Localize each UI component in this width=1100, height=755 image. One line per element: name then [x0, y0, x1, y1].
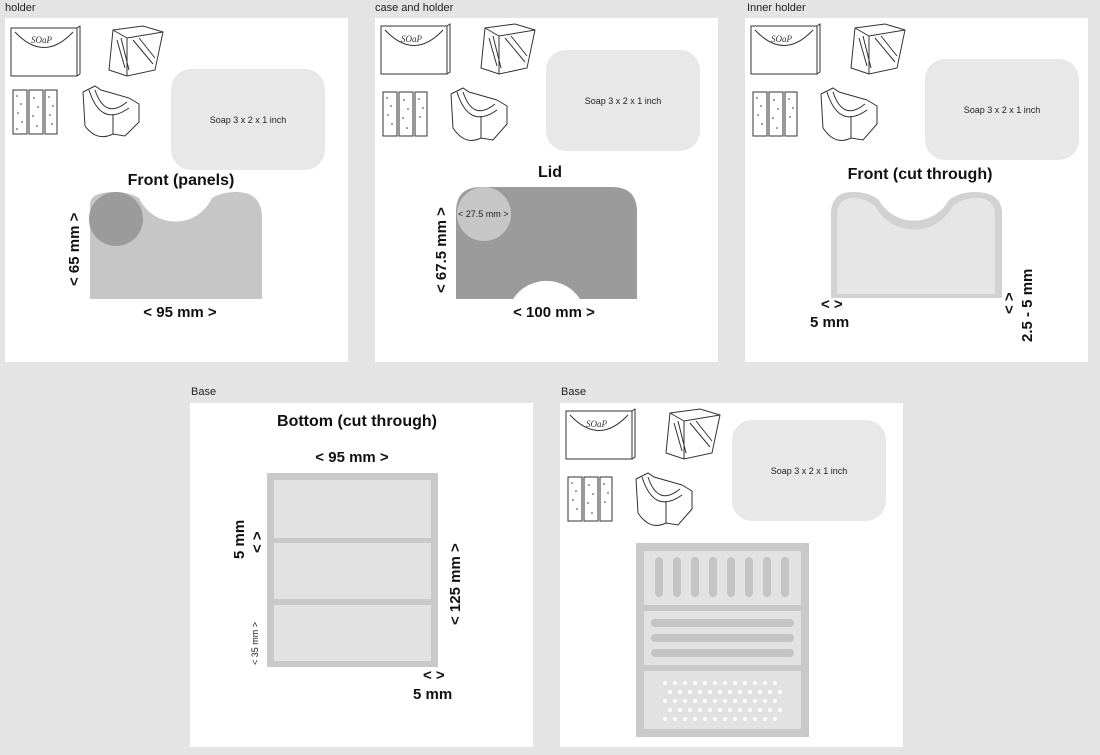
- bottom-section-1: [274, 480, 431, 538]
- dot-pattern: [663, 681, 782, 721]
- soap-word-sketch: SOaP: [31, 35, 52, 45]
- frame-base-patterns[interactable]: SOaP: [560, 403, 903, 747]
- corner-dimension: 5 mm: [413, 686, 453, 703]
- slot-section: [644, 551, 801, 605]
- width-dimension: < 95 mm >: [315, 449, 389, 466]
- front-cut-through-inner: [837, 198, 995, 294]
- sketch-illustrations: SOaP: [565, 408, 809, 737]
- vertical-slots: [655, 557, 789, 597]
- frame-title-base-bottom[interactable]: Base: [191, 386, 217, 398]
- frame-title-inner-holder[interactable]: Inner holder: [747, 2, 806, 14]
- bottom-section-2: [274, 543, 431, 599]
- dot-section: [644, 671, 801, 729]
- front-cut-through-heading: Front (cut through): [847, 166, 993, 183]
- soap-size-card: Soap 3 x 2 x 1 inch: [732, 420, 886, 521]
- width-dimension: < 100 mm >: [513, 304, 595, 321]
- curved-holder-sketch: [450, 87, 508, 141]
- frame-case-and-holder[interactable]: SOaP Soap 3 x 2 x 1 inch Lid < 27.5 mm >…: [375, 18, 718, 362]
- soap-size-card: Soap 3 x 2 x 1 inch: [925, 59, 1079, 160]
- soap-word-sketch: SOaP: [401, 34, 422, 44]
- bottom-cut-through-heading: Bottom (cut through): [277, 413, 437, 430]
- sketch-illustrations: SOaP: [750, 23, 1002, 298]
- soap-box-sketch: [565, 408, 636, 460]
- curved-holder-sketch: [635, 472, 693, 526]
- height-dimension: < 125 mm >: [447, 543, 464, 625]
- perforated-panels-sketch: [382, 91, 428, 137]
- curved-holder-sketch: [820, 87, 878, 141]
- cube-sketch: [850, 23, 906, 75]
- height-dimension: < 65 mm >: [66, 212, 83, 286]
- depth-dimension: 2.5 - 5 mm: [1019, 268, 1036, 342]
- soap-box-sketch: [750, 23, 821, 75]
- soap-box-sketch: [10, 25, 81, 77]
- soap-size-card: Soap 3 x 2 x 1 inch: [546, 50, 700, 151]
- cube-sketch: [108, 25, 164, 77]
- thickness-arrow: < >: [821, 296, 843, 313]
- wall-arrow: < >: [249, 531, 266, 553]
- frame-title-case-and-holder[interactable]: case and holder: [375, 2, 454, 14]
- perforated-panels-sketch: [752, 91, 798, 137]
- bottom-cut-through-drawing: [267, 473, 438, 667]
- height-dimension: < 67.5 mm >: [433, 207, 450, 293]
- cube-sketch: [480, 23, 536, 75]
- width-dimension: < 95 mm >: [143, 304, 217, 321]
- bottom-section-3: [274, 605, 431, 661]
- lid-radius-dimension: < 27.5 mm >: [458, 209, 509, 219]
- curved-holder-sketch: [82, 85, 140, 138]
- sketch-illustrations: SOaP: [380, 23, 637, 299]
- depth-arrow: < >: [1001, 292, 1018, 314]
- lid-heading: Lid: [538, 164, 562, 181]
- horizontal-bars: [651, 619, 794, 657]
- soap-box-sketch: [380, 23, 451, 75]
- soap-word-sketch: SOaP: [771, 34, 792, 44]
- perforated-panels-sketch: [567, 476, 613, 522]
- corner-arrow: < >: [423, 667, 445, 684]
- lid-corner-radius: [457, 187, 511, 241]
- frame-title-holder[interactable]: holder: [5, 2, 36, 14]
- thickness-dimension: 5 mm: [810, 314, 850, 331]
- front-panel-hole: [89, 192, 143, 246]
- wall-dimension: 5 mm: [231, 519, 248, 559]
- section-dimension: < 35 mm >: [250, 621, 260, 665]
- perforated-panels-sketch: [12, 89, 58, 135]
- front-panels-heading: Front (panels): [127, 172, 235, 189]
- frame-title-base-patterns[interactable]: Base: [561, 386, 587, 398]
- cube-sketch: [665, 408, 721, 460]
- frame-holder[interactable]: SOaP Soap 3 x 2 x 1 inch Front (pane: [5, 18, 348, 362]
- soap-size-card: Soap 3 x 2 x 1 inch: [171, 69, 325, 170]
- soap-word-sketch: SOaP: [586, 419, 607, 429]
- frame-inner-holder[interactable]: SOaP Soap 3 x 2 x 1 inch Front (cut thro…: [745, 18, 1088, 362]
- sketch-illustrations: SOaP: [10, 25, 262, 299]
- frame-base-bottom[interactable]: Bottom (cut through) < 95 mm > < 125 mm …: [190, 403, 533, 747]
